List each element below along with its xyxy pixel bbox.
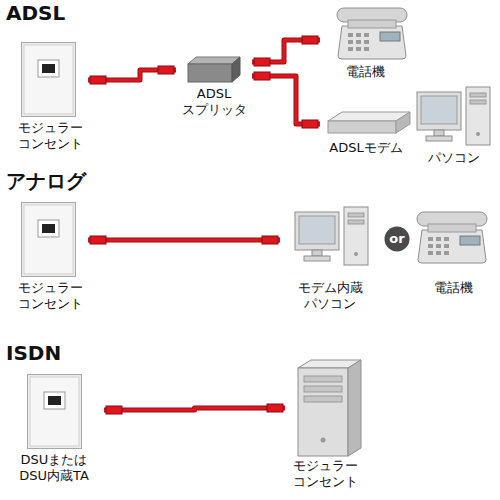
or-badge: or [384,226,410,252]
modular-plug [267,404,283,412]
modular-plug [90,76,106,84]
cable-outline [252,76,320,124]
node-label: 電話機 [320,64,410,80]
section-heading: ISDN [6,342,61,364]
wall-outlet: モジュラー コンセント [12,200,88,311]
badge-circle-shape [385,227,410,252]
phone-cable [88,236,280,244]
telephone: 電話機 [320,2,410,80]
cable-core [104,408,285,410]
node-label: モジュラー コンセント [12,120,88,151]
section-heading: ADSL [6,2,65,24]
node-label: モジュラー コンセント [12,280,88,311]
node-label: ADSLモデム [320,140,412,156]
modular-plug [254,58,270,66]
cable-core [252,76,320,124]
adsl-modem: ADSLモデム [320,106,412,156]
phone-cable [104,404,285,414]
modular-plug [254,72,270,80]
cable-core [88,239,280,242]
wall-outlet: モジュラー コンセント [12,40,88,151]
telephone: 電話機 [412,200,494,296]
cable-outline [104,408,285,410]
node-label: モデム内蔵 パソコン [280,280,380,311]
node-label: パソコン [414,150,494,166]
phone-cable [252,36,320,66]
node-label: ADSL スプリッタ [176,86,252,117]
modular-plug [158,66,174,74]
phone-cable [252,72,320,128]
node-label: 電話機 [412,280,494,296]
phone-cable [88,66,176,84]
tower-server: モジュラー コンセント [285,356,365,489]
section-heading: アナログ [6,170,86,192]
modular-plug [90,236,106,244]
node-label: or [384,226,410,252]
modem-pc: モデム内蔵 パソコン [280,200,380,311]
modular-plug [302,36,318,44]
adsl-splitter: ADSL スプリッタ [176,54,252,117]
personal-computer: パソコン [414,84,494,166]
node-label: モジュラー コンセント [285,458,365,489]
modular-plug [106,406,122,414]
node-label: DSUまたは DSU内蔵TA [4,452,104,483]
cable-outline [88,238,280,243]
modular-plug [262,236,278,244]
dsu-terminal: DSUまたは DSU内蔵TA [4,372,104,483]
modular-plug [302,120,318,128]
